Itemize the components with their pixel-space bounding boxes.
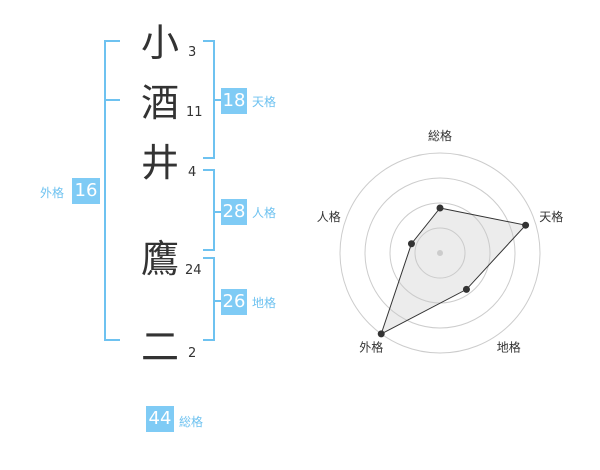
name-char-2: 酒 <box>140 81 179 125</box>
radar-point-3 <box>462 285 470 293</box>
radar-axis-label-3: 地格 <box>497 340 521 355</box>
tenkaku-label: 天格 <box>252 95 277 109</box>
gaikaku-bracket <box>104 40 120 341</box>
tenkaku-value: 18 <box>221 88 247 114</box>
jinkaku-value: 28 <box>221 199 247 225</box>
stroke-count-5: 2 <box>188 346 197 361</box>
radar-center <box>437 250 443 256</box>
tenkaku-bracket <box>203 40 215 159</box>
radar-point-2 <box>522 221 530 229</box>
gaikaku-value: 16 <box>72 178 100 204</box>
jinkaku-bracket <box>203 169 215 251</box>
name-char-4: 鷹 <box>140 237 179 281</box>
stroke-count-3: 4 <box>188 165 197 180</box>
radar-axis-label-2: 天格 <box>539 209 563 224</box>
chikaku-bracket <box>203 257 215 341</box>
radar-ring <box>364 177 516 329</box>
radar-point-5 <box>407 240 415 248</box>
stroke-count-1: 3 <box>188 45 197 60</box>
radar-point-4 <box>377 330 385 338</box>
radar-axis-label-1: 総格 <box>428 128 452 143</box>
name-char-5: 二 <box>140 325 179 369</box>
jinkaku-label: 人格 <box>252 206 277 220</box>
soukaku-label: 総格 <box>179 415 204 429</box>
chikaku-value: 26 <box>221 289 247 315</box>
stroke-count-2: 11 <box>186 105 203 120</box>
radar-axis-label-4: 外格 <box>359 340 383 355</box>
chikaku-label: 地格 <box>252 296 277 310</box>
soukaku-value: 44 <box>146 406 174 432</box>
radar-ring <box>414 227 466 279</box>
name-char-1: 小 <box>140 21 179 65</box>
name-char-3: 井 <box>140 141 179 185</box>
gaikaku-label: 外格 <box>40 186 65 200</box>
radar-ring <box>339 152 541 354</box>
radar-point-1 <box>436 204 444 212</box>
stroke-count-4: 24 <box>185 263 202 278</box>
radar-axis-label-5: 人格 <box>317 209 341 224</box>
radar-area <box>380 207 527 335</box>
